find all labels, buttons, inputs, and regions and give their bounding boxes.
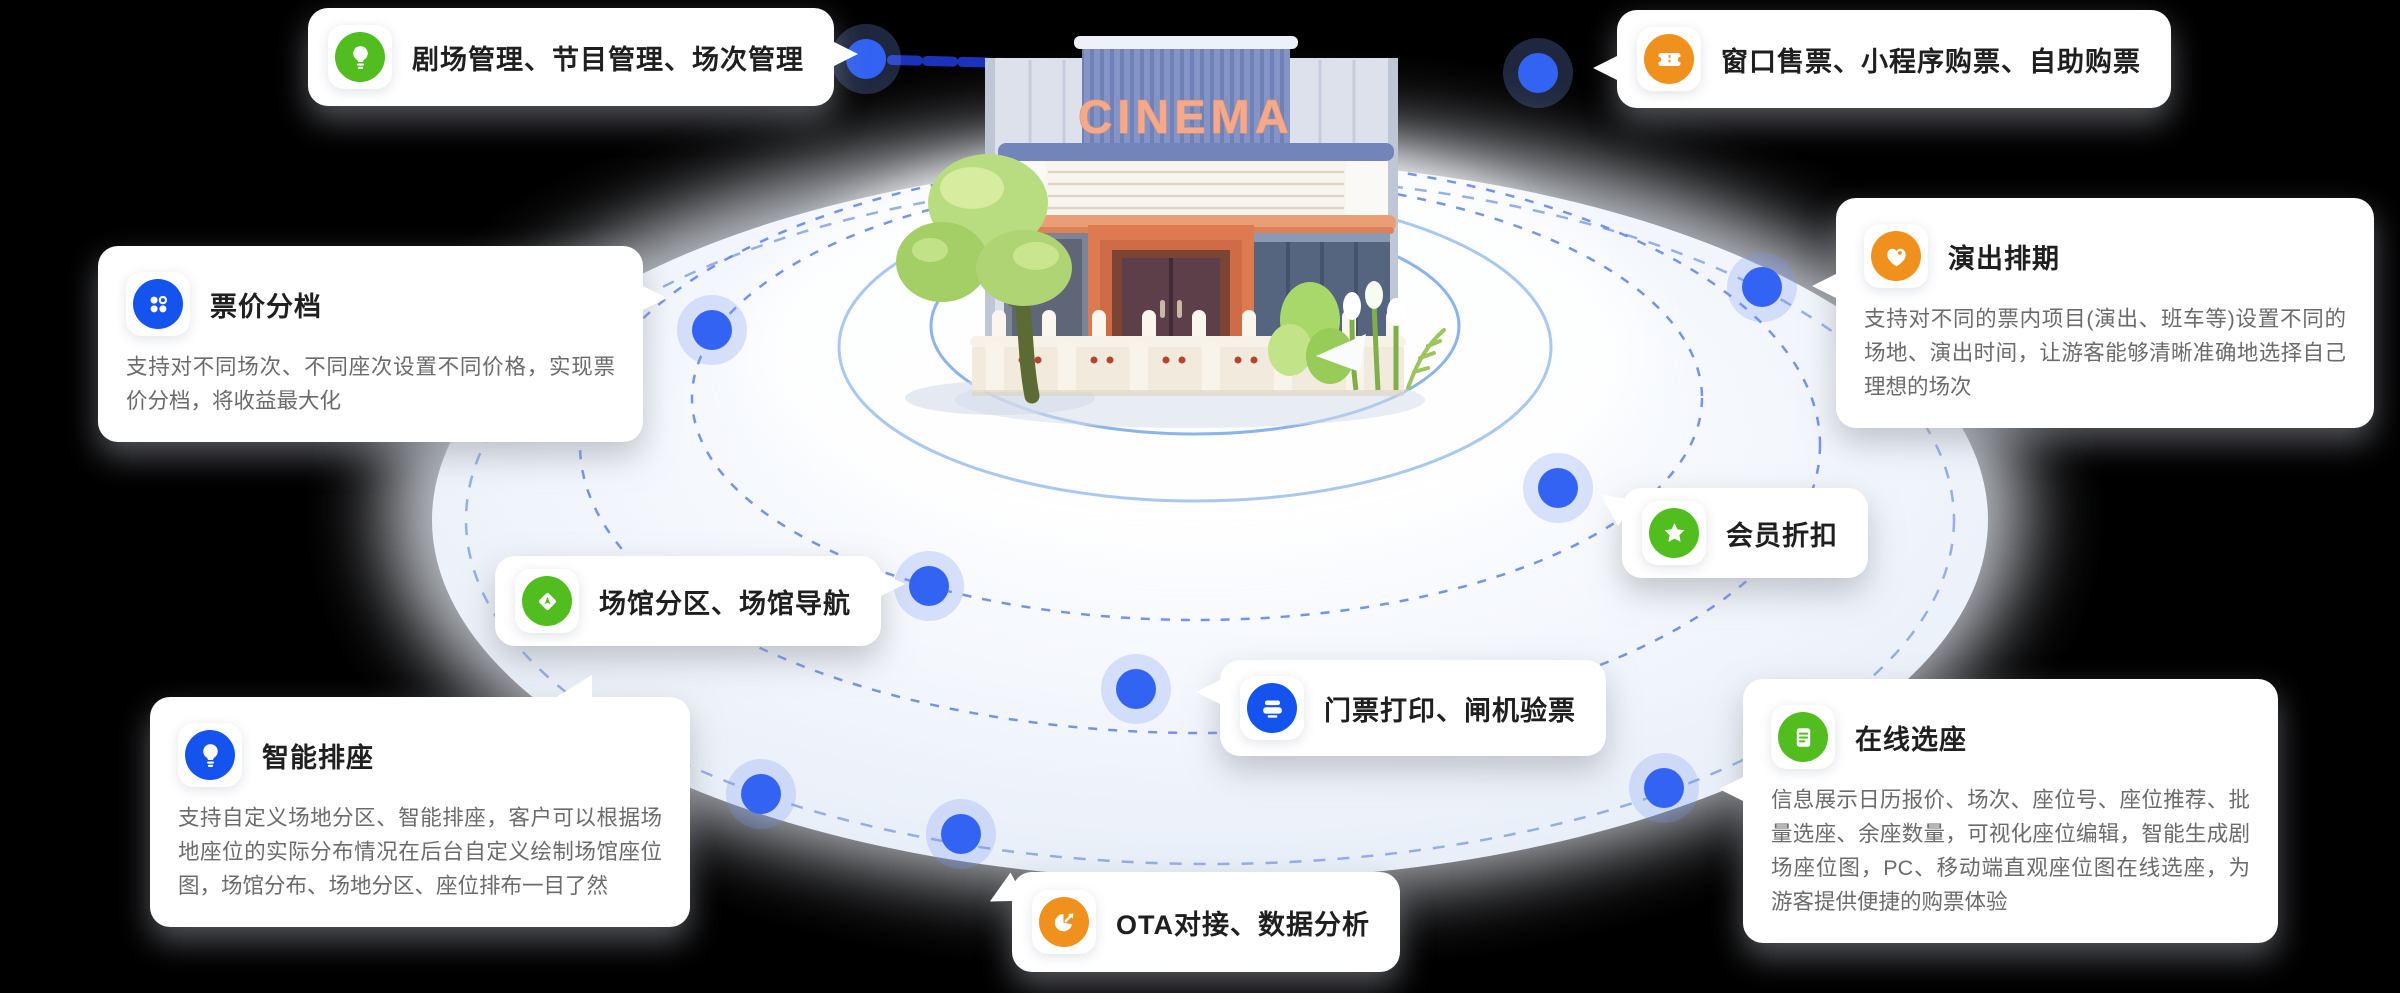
callout-description: 支持对不同的票内项目(演出、班车等)设置不同的场地、演出时间，让游客能够清晰准确… [1864, 307, 2346, 399]
callout-title: OTA对接、数据分析 [1116, 909, 1370, 940]
document-icon [1771, 705, 1835, 769]
callout-show-schedule: 演出排期 支持对不同的票内项目(演出、班车等)设置不同的场地、演出时间，让游客能… [1812, 198, 2374, 428]
node-dot-show-schedule [1727, 252, 1797, 322]
callout-title: 演出排期 [1948, 243, 2060, 274]
callout-venue-zoning: 场馆分区、场馆导航 [495, 556, 905, 646]
heart-icon [1864, 224, 1928, 288]
printer-icon [1240, 676, 1304, 740]
callout-theater-management: 剧场管理、节目管理、场次管理 [308, 8, 858, 106]
callout-title: 智能排座 [262, 742, 374, 773]
node-dot-online-seating [1629, 753, 1699, 823]
lightbulb-icon [178, 723, 242, 787]
grid-dots-icon [126, 272, 190, 336]
node-dot-ticket-validation [1101, 654, 1171, 724]
callout-description: 信息展示日历报价、场次、座位号、座位推荐、批量选座、余座数量，可视化座位编辑，智… [1771, 788, 2250, 914]
node-dot-window-ticketing [1503, 38, 1573, 108]
callout-title: 在线选座 [1855, 724, 1967, 755]
ticket-icon [1637, 27, 1701, 91]
callout-price-tiers: 票价分档 支持对不同场次、不同座次设置不同价格，实现票价分档，将收益最大化 [98, 246, 667, 442]
callout-title: 票价分档 [210, 291, 322, 322]
callout-smart-seating: 智能排座 支持自定义场地分区、智能排座，客户可以根据场地座位的实际分布情况在后台… [150, 675, 690, 927]
navigation-diamond-icon [515, 569, 579, 633]
callout-window-ticketing: 窗口售票、小程序购票、自助购票 [1593, 10, 2171, 108]
callout-title: 剧场管理、节目管理、场次管理 [412, 44, 804, 75]
orbit-outer-dashed [578, 155, 1822, 735]
node-dot-smart-seating [726, 759, 796, 829]
node-dot-member-discount [1523, 453, 1593, 523]
node-dot-ota-analytics [926, 799, 996, 869]
callout-ticket-validation: 门票打印、闸机验票 [1196, 660, 1606, 756]
paper-arrow [1316, 334, 1366, 372]
node-dot-venue-zoning [894, 551, 964, 621]
node-dot-theater-management [831, 24, 901, 94]
callout-ota-analytics: OTA对接、数据分析 [1012, 872, 1400, 972]
callout-title: 场馆分区、场馆导航 [599, 588, 851, 619]
star-icon [1642, 501, 1706, 565]
tree [896, 154, 1072, 404]
callout-member-discount: 会员折扣 [1622, 488, 1868, 578]
pie-chart-arrow-icon [1032, 890, 1096, 954]
orbit-mid-dashed [690, 174, 1704, 622]
callout-title: 窗口售票、小程序购票、自助购票 [1721, 46, 2141, 77]
callout-description: 支持自定义场地分区、智能排座，客户可以根据场地座位的实际分布情况在后台自定义绘制… [178, 806, 662, 898]
callout-online-seating: 在线选座 信息展示日历报价、场次、座位号、座位推荐、批量选座、余座数量，可视化座… [1719, 679, 2278, 943]
lightbulb-icon [328, 25, 392, 89]
callout-title: 会员折扣 [1726, 520, 1838, 551]
plants [1268, 281, 1446, 391]
callout-description: 支持对不同场次、不同座次设置不同价格，实现票价分档，将收益最大化 [126, 355, 615, 413]
callout-title: 门票打印、闸机验票 [1324, 695, 1576, 726]
cinema-sign-text: CINEMA [1078, 90, 1293, 143]
node-dot-price-tiers [677, 295, 747, 365]
